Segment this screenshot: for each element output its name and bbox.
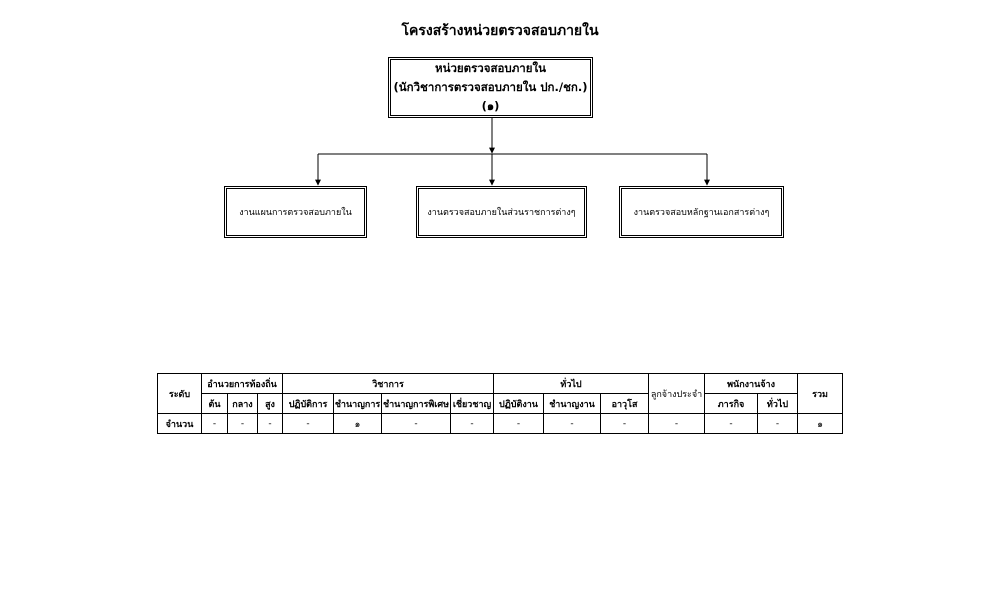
table-header-row-1: ระดับ อำนวยการท้องถิ่น วิชาการ ทั่วไป ลู… <box>157 373 844 414</box>
sub-header: ปฏิบัติการ <box>282 393 335 414</box>
sub-unit-agency-audit: งานตรวจสอบภายในส่วนราชการต่างๆ <box>416 186 587 238</box>
count-cell: - <box>543 413 602 434</box>
count-cell: - <box>493 413 545 434</box>
count-label: จำนวน <box>157 413 202 434</box>
count-cell: - <box>757 413 799 434</box>
group-header-employee: พนักงานจ้าง <box>704 373 799 394</box>
head-unit-position: (นักวิชาการตรวจสอบภายใน ปก./ชก.) (๑) <box>393 80 588 113</box>
sub-unit-label: งานตรวจสอบภายในส่วนราชการต่างๆ <box>427 208 576 218</box>
sub-header: สูง <box>256 393 284 414</box>
count-total: ๑ <box>797 413 844 434</box>
sub-header: เชี่ยวชาญ <box>450 393 495 414</box>
count-cell: - <box>282 413 335 434</box>
count-cell: - <box>450 413 495 434</box>
sub-unit-document-audit: งานตรวจสอบหลักฐานเอกสารต่างๆ <box>619 186 784 238</box>
table-row-count: จำนวน - - - - ๑ - - - - - - - - ๑ <box>157 413 844 434</box>
sub-header: ชำนาญการ <box>333 393 383 414</box>
count-cell: - <box>648 413 706 434</box>
group-header-director: อำนวยการท้องถิ่น <box>200 373 284 394</box>
staffing-table: ระดับ อำนวยการท้องถิ่น วิชาการ ทั่วไป ลู… <box>157 373 844 434</box>
total-header: รวม <box>797 373 844 414</box>
sub-header: ภารกิจ <box>704 393 759 414</box>
chart-title: โครงสร้างหน่วยตรวจสอบภายใน <box>401 23 599 39</box>
count-cell: - <box>256 413 284 434</box>
head-unit-name: หน่วยตรวจสอบภายใน <box>435 61 546 75</box>
count-cell: - <box>600 413 650 434</box>
sub-header: กลาง <box>227 393 258 414</box>
count-cell: - <box>201 413 228 434</box>
group-header-general: ทั่วไป <box>493 373 650 394</box>
group-header-academic: วิชาการ <box>282 373 495 394</box>
count-cell: - <box>704 413 759 434</box>
sub-header: ชำนาญงาน <box>543 393 602 414</box>
sub-header: ปฏิบัติงาน <box>493 393 545 414</box>
sub-header: อาวุโส <box>600 393 650 414</box>
level-header: ระดับ <box>157 373 202 414</box>
sub-header: ต้น <box>201 393 228 414</box>
head-unit-box: หน่วยตรวจสอบภายใน (นักวิชาการตรวจสอบภายใ… <box>388 57 593 118</box>
table-header-row-2: ต้น กลาง สูง ปฏิบัติการ ชำนาญการ ชำนาญกา… <box>158 393 843 414</box>
sub-unit-planning: งานแผนการตรวจสอบภายใน <box>224 186 367 238</box>
count-cell: - <box>381 413 452 434</box>
sub-header: ชำนาญการพิเศษ <box>381 393 452 414</box>
count-cell: - <box>227 413 258 434</box>
count-cell: ๑ <box>333 413 383 434</box>
sub-header: ทั่วไป <box>757 393 799 414</box>
sub-unit-label: งานตรวจสอบหลักฐานเอกสารต่างๆ <box>633 208 770 218</box>
group-header-permanent-worker: ลูกจ้างประจำ <box>648 373 706 414</box>
sub-unit-label: งานแผนการตรวจสอบภายใน <box>239 208 352 218</box>
